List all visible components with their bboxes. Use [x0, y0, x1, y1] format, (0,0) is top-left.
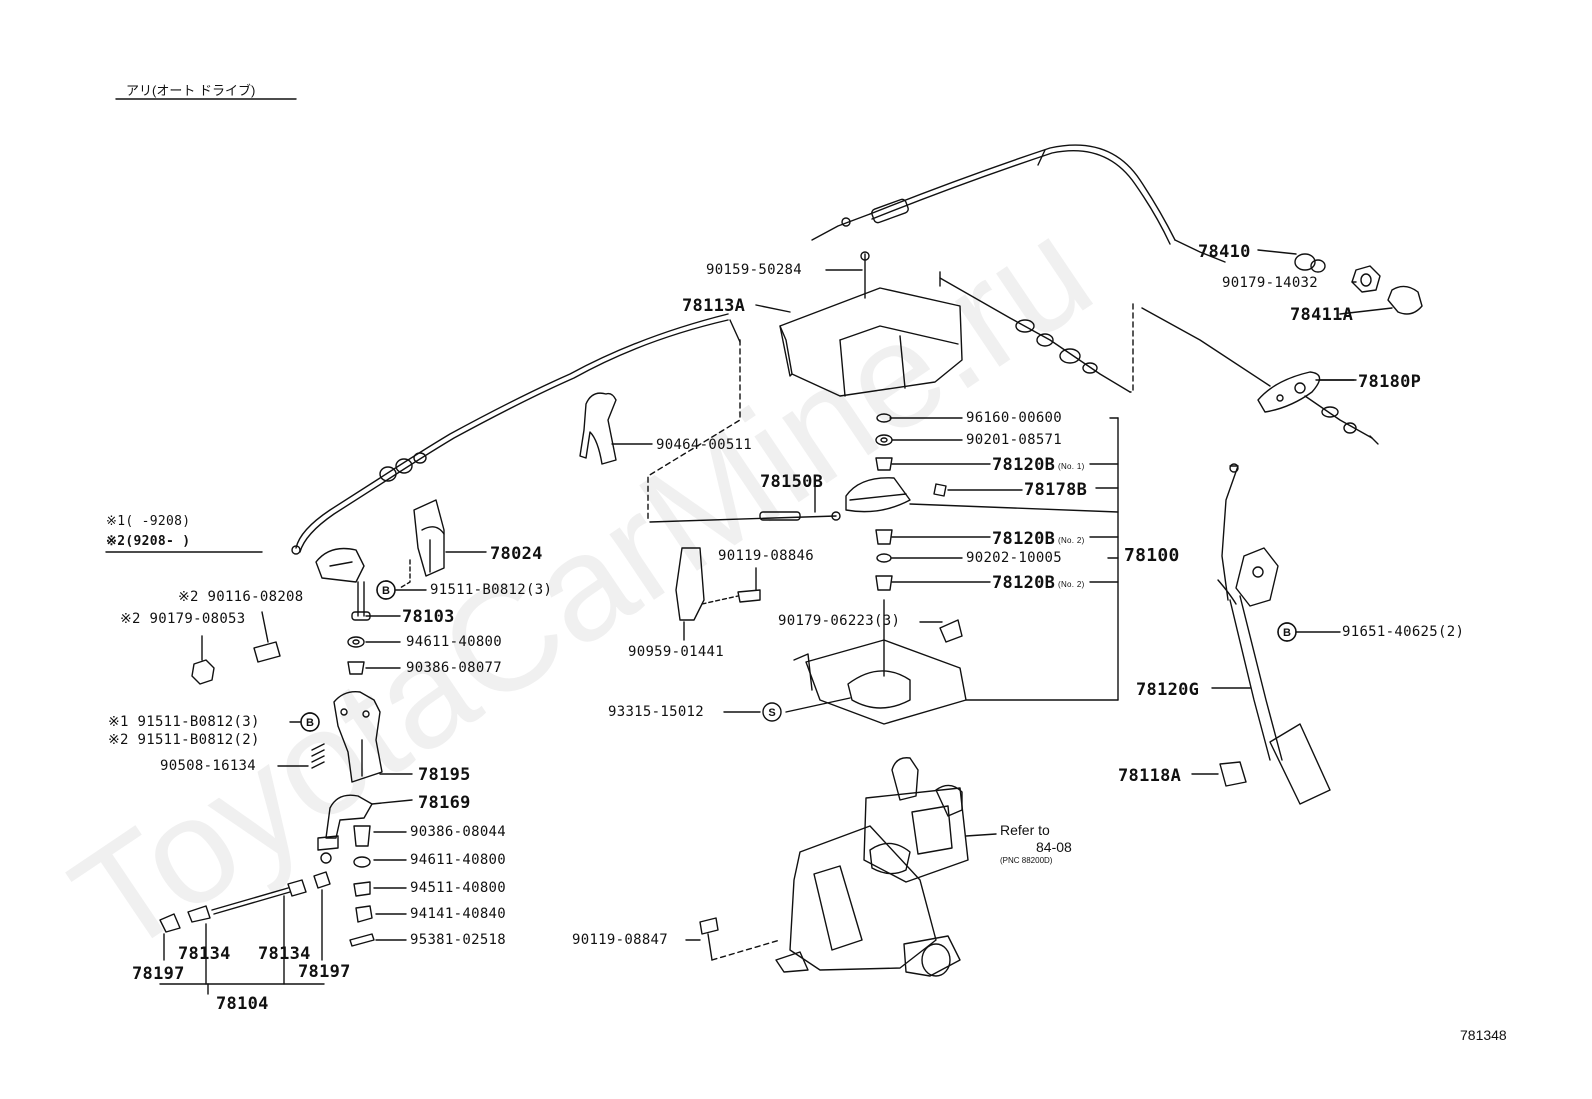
refer-line-2: 84-08: [1036, 839, 1072, 855]
refer-line-1: Refer to: [1000, 822, 1050, 838]
label-90201-08571: 90201-08571: [966, 432, 1063, 448]
label-94141-40840: 94141-40840: [410, 906, 507, 922]
refer-line-3: (PNC 88200D): [1000, 856, 1053, 865]
label-78195: 78195: [418, 765, 471, 785]
bracket-90959: [675, 547, 761, 641]
label-90119-08846: 90119-08846: [718, 548, 815, 564]
label-96160-00600: 96160-00600: [966, 410, 1063, 426]
upper-cable: [811, 144, 1326, 273]
cable-nut-and-cap: [1351, 265, 1423, 315]
clip-90464: [579, 392, 617, 465]
rod-78150B: [649, 485, 841, 523]
label-78120G: 78120G: [1136, 680, 1200, 700]
accelerator-pedal: [1217, 463, 1331, 805]
washers-78103: [347, 615, 401, 675]
bolt-90119-08847: [685, 917, 781, 961]
label-no1: (No. 1): [1058, 462, 1085, 471]
label-90464-00511: 90464-00511: [656, 437, 753, 453]
label-78411A: 78411A: [1290, 305, 1354, 325]
label-78197-left: 78197: [132, 964, 185, 984]
label-94611-40800-a: 94611-40800: [406, 634, 503, 650]
label-90179-14032: 90179-14032: [1222, 275, 1319, 291]
label-91511-note1: ※1 91511-B0812(3): [108, 714, 260, 730]
s-mark: [762, 702, 782, 722]
label-78150B: 78150B: [760, 472, 824, 492]
middle-cable: [939, 271, 1134, 393]
label-78118A: 78118A: [1118, 766, 1182, 786]
label-78103: 78103: [402, 607, 455, 627]
pin-and-nut-left: [191, 611, 281, 685]
label-78024: 78024: [490, 544, 543, 564]
b-marks: [300, 580, 1297, 732]
label-94511-40800: 94511-40800: [410, 880, 507, 896]
b-mark-letter-1: B: [382, 585, 390, 597]
label-94611-40800-b: 94611-40800: [410, 852, 507, 868]
parts-stack-left: [349, 825, 407, 947]
label-78113A: 78113A: [682, 296, 746, 316]
label-90386-08044: 90386-08044: [410, 824, 507, 840]
label-no2b: (No. 2): [1058, 580, 1085, 589]
rod-78104: [159, 871, 331, 995]
b-mark-letter-2: B: [306, 717, 314, 729]
label-95381-02518: 95381-02518: [410, 932, 507, 948]
header-title: アリ(オート ドライブ): [126, 83, 256, 98]
label-no2a: (No. 2): [1058, 536, 1085, 545]
label-90202-10005: 90202-10005: [966, 550, 1063, 566]
label-78180P: 78180P: [1358, 372, 1422, 392]
label-91511-note2: ※2 91511-B0812(2): [108, 732, 260, 748]
label-93315-15012: 93315-15012: [608, 704, 705, 720]
label-90179-08053: ※2 90179-08053: [120, 611, 246, 627]
label-78120B-no2b: 78120B: [992, 573, 1056, 593]
label-90508-16134: 90508-16134: [160, 758, 257, 774]
label-78410: 78410: [1198, 242, 1251, 262]
parts-stack-78100: [845, 413, 947, 591]
label-90119-08847: 90119-08847: [572, 932, 669, 948]
label-78178B: 78178B: [1024, 480, 1088, 500]
b-mark-letter-3: B: [1283, 627, 1291, 639]
label-78134-left: 78134: [178, 944, 231, 964]
label-91651-40625: 91651-40625(2): [1342, 624, 1465, 640]
s-mark-letter: S: [768, 707, 775, 719]
label-78104: 78104: [216, 994, 269, 1014]
label-90116-08208: ※2 90116-08208: [178, 589, 304, 605]
lever-78103: [315, 547, 371, 621]
lever-78169: [317, 794, 413, 864]
label-90179-06223: 90179-06223(3): [778, 613, 901, 629]
label-90159-50284: 90159-50284: [706, 262, 803, 278]
label-90959-01441: 90959-01441: [628, 644, 725, 660]
figure-number: 781348: [1460, 1027, 1507, 1043]
pedal-cable: [1141, 307, 1379, 445]
legend-note-1: ※1( -9208): [106, 514, 191, 529]
label-78134-right: 78134: [258, 944, 311, 964]
legend-note-2: ※2(9208- ): [106, 534, 191, 549]
left-cable: [291, 313, 741, 555]
label-90386-08077: 90386-08077: [406, 660, 503, 676]
pedal-bracket-assembly: [775, 757, 997, 977]
label-78100: 78100: [1124, 545, 1180, 566]
label-78169: 78169: [418, 793, 471, 813]
label-78197-right: 78197: [298, 962, 351, 982]
label-78120B-no1: 78120B: [992, 455, 1056, 475]
label-78120B-no2a: 78120B: [992, 529, 1056, 549]
label-91511-B0812-3: 91511-B0812(3): [430, 582, 553, 598]
cover-78113A: [779, 251, 963, 397]
watermark: ToyotaCarMine.ru: [44, 185, 1119, 986]
assembly-bracket-78100: [909, 417, 1119, 701]
